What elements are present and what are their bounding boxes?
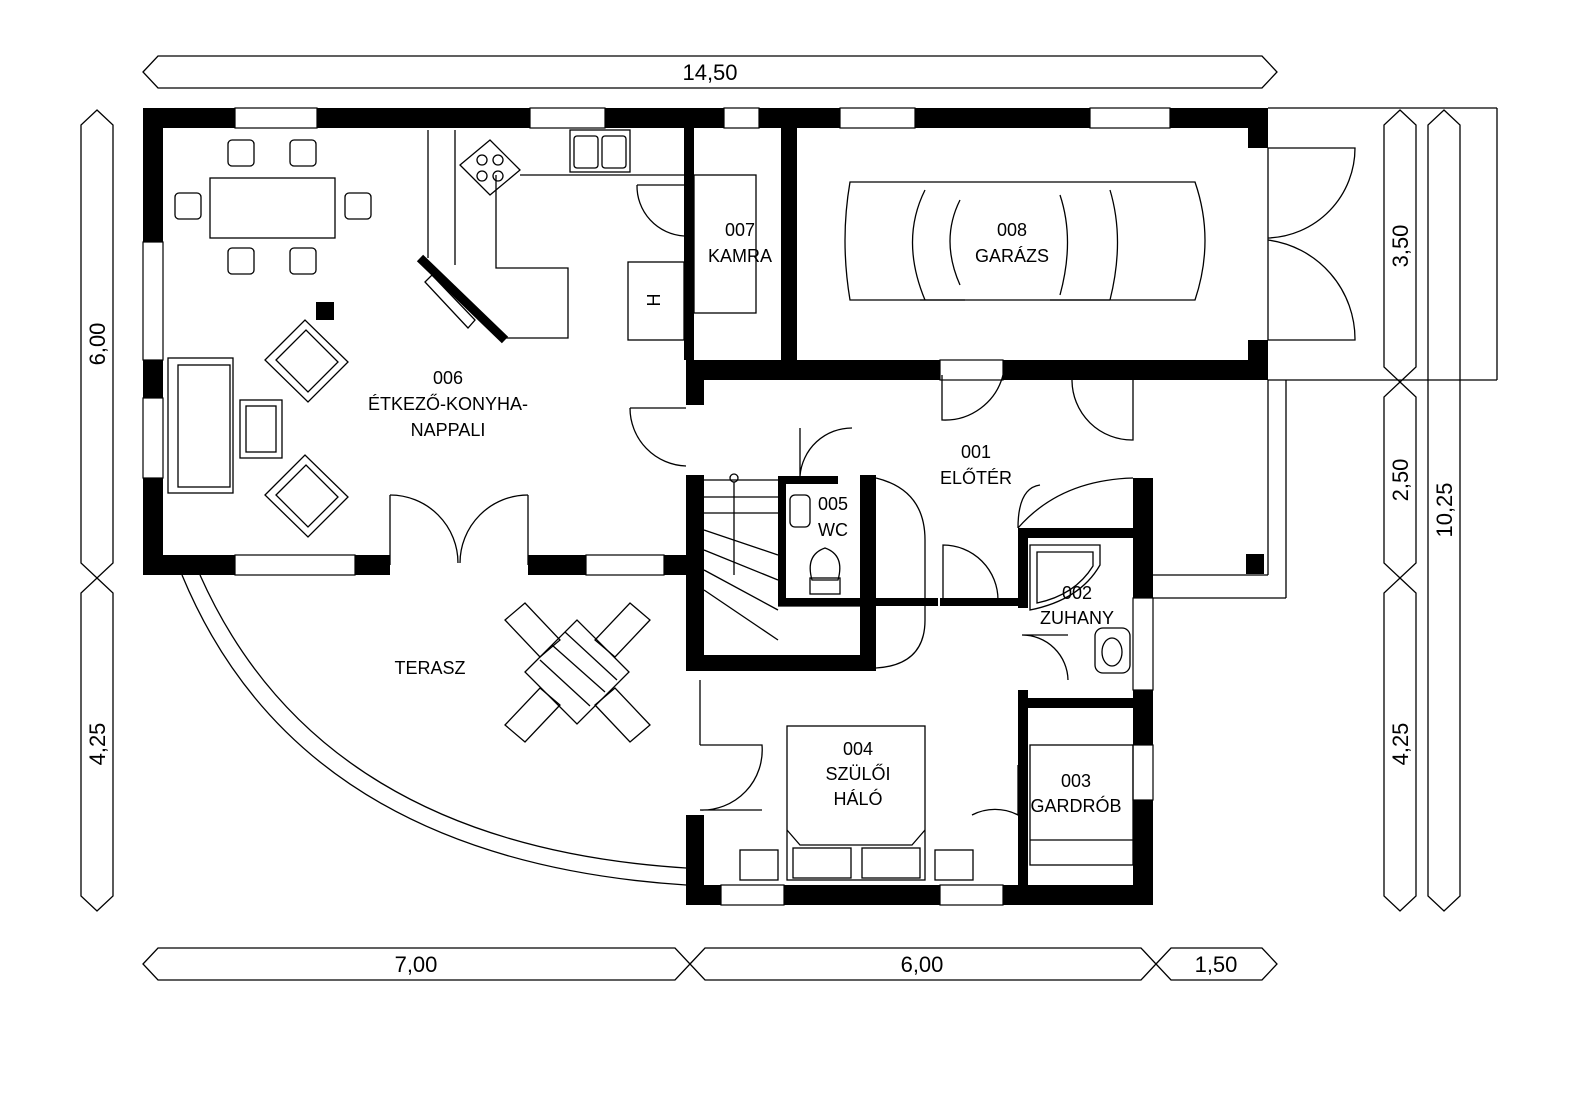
dim-bottom-3: 1,50 <box>1195 952 1238 977</box>
room-004-name-line1: SZÜLŐI <box>825 763 890 784</box>
dim-right-3: 4,25 <box>1388 723 1413 766</box>
dim-bottom-2: 6,00 <box>901 952 944 977</box>
room-005-name: WC <box>818 520 848 540</box>
room-006-number: 006 <box>433 368 463 388</box>
room-006-name-line2: NAPPALI <box>411 420 486 440</box>
dim-right-1: 3,50 <box>1388 225 1413 268</box>
room-005-number: 005 <box>818 494 848 514</box>
room-labels: 006 ÉTKEZŐ-KONYHA- NAPPALI 007 KAMRA 008… <box>368 220 1122 816</box>
dim-right-total: 10,25 <box>1432 482 1457 537</box>
doors <box>389 184 1134 817</box>
dim-top-total: 14,50 <box>682 60 737 85</box>
dim-left-1: 6,00 <box>85 323 110 366</box>
room-007-number: 007 <box>725 220 755 240</box>
dim-left-2: 4,25 <box>85 723 110 766</box>
room-001-number: 001 <box>961 442 991 462</box>
room-001-name: ELŐTÉR <box>940 467 1012 488</box>
car <box>844 181 1206 301</box>
room-003-number: 003 <box>1061 771 1091 791</box>
room-008-number: 008 <box>997 220 1027 240</box>
room-006-name-line1: ÉTKEZŐ-KONYHA- <box>368 393 528 414</box>
dim-right-2: 2,50 <box>1388 459 1413 502</box>
dimension-top: 14,50 <box>142 55 1278 89</box>
dimension-left: 6,00 4,25 <box>80 109 114 912</box>
kitchen: H <box>416 129 757 344</box>
walls <box>143 108 1268 905</box>
room-007-name: KAMRA <box>708 246 772 266</box>
room-002-name: ZUHANY <box>1040 608 1114 628</box>
terrace-label: TERASZ <box>394 658 465 678</box>
kitchen-h-symbol: H <box>644 294 664 307</box>
room-004-number: 004 <box>843 739 873 759</box>
room-008-name: GARÁZS <box>975 246 1049 266</box>
gardrob-fixtures <box>1029 744 1134 866</box>
dim-bottom-1: 7,00 <box>395 952 438 977</box>
dimension-right: 3,50 2,50 4,25 10,25 <box>1383 109 1461 912</box>
shower-fixtures <box>1017 477 1134 674</box>
room-004-name-line2: HÁLÓ <box>833 788 882 809</box>
terrace-arc <box>181 574 687 886</box>
staircase <box>703 473 926 669</box>
living-set <box>167 319 349 538</box>
dining-set <box>174 139 372 275</box>
dimension-bottom: 7,00 6,00 1,50 <box>142 947 1278 981</box>
wc-fixtures <box>789 494 841 595</box>
bedroom-fixtures <box>739 725 974 881</box>
terrace-table <box>504 602 651 743</box>
windows <box>142 107 1171 906</box>
garage-door <box>1153 107 1498 599</box>
room-002-number: 002 <box>1062 583 1092 603</box>
room-003-name: GARDRÓB <box>1030 795 1121 816</box>
